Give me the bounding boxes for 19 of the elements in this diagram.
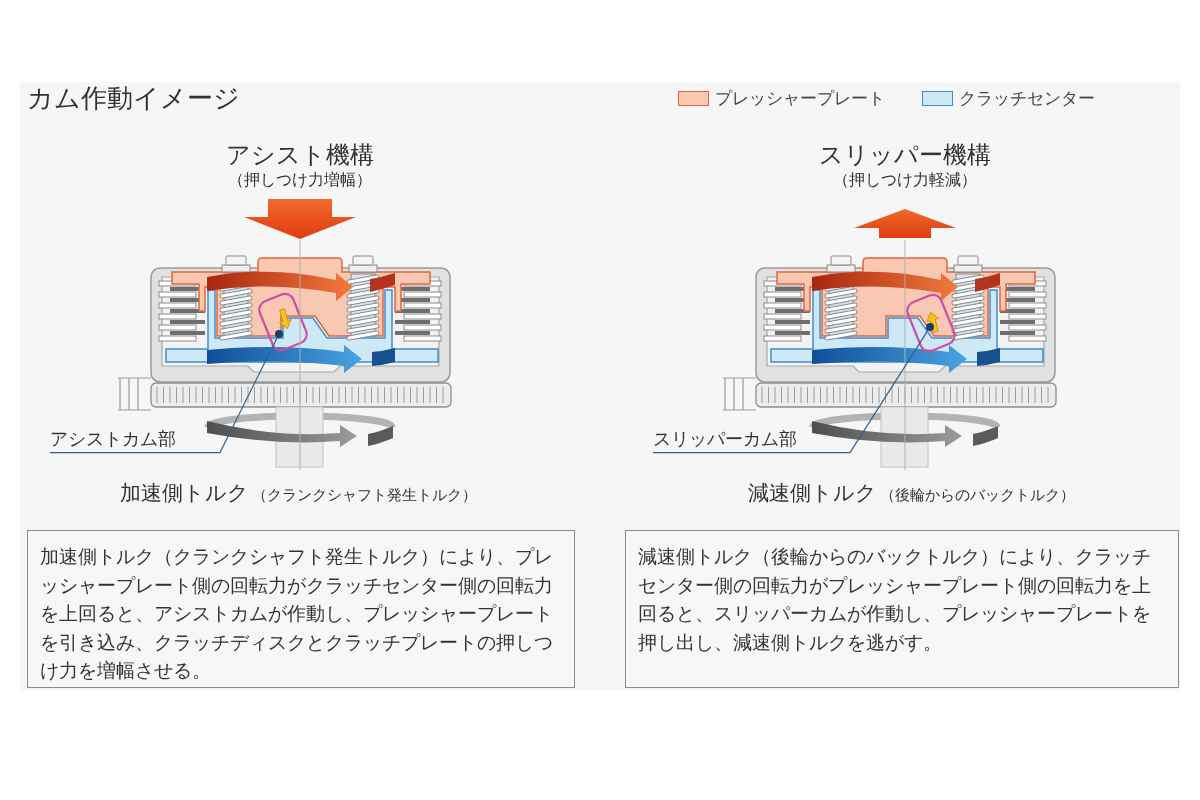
description-box: 減速側トルク（後輪からのバックトルク）により、クラッチセンター側の回転力がプレッシャープレート側の回転力を上回ると、スリッパーカムが作動し、プレッシャープレートを押し出し、減速側トルクを逃がす。 xyxy=(625,530,1179,688)
torque-note: （後輪からのバックトルク） xyxy=(880,486,1075,504)
part-label: スリッパーカム部 xyxy=(653,428,797,453)
legend-label: プレッシャープレート xyxy=(715,88,885,109)
leader-line xyxy=(49,337,278,454)
mechanism-subtitle: （押しつけ力増幅） xyxy=(228,170,372,190)
point-marker xyxy=(926,323,934,331)
mechanism-subtitle: （押しつけ力軽減） xyxy=(833,170,977,190)
mechanism-title: アシスト機構 xyxy=(226,141,374,170)
description-box: 加速側トルク（クランクシャフト発生トルク）により、プレッシャープレート側の回転力がクラッチセンター側の回転力を上回ると、アシストカムが作動し、プレッシャープレートを引き込み、クラッチディスクとクラッチプレートの押しつけ力を増幅させる。 xyxy=(27,530,575,688)
title: カム作動イメージ xyxy=(27,83,240,115)
point-marker xyxy=(275,330,283,338)
torque-label: 加速側トルク xyxy=(120,481,249,507)
torque-label: 減速側トルク xyxy=(748,481,877,507)
mechanism-title: スリッパー機構 xyxy=(819,141,991,170)
torque-note: （クランクシャフト発生トルク） xyxy=(252,486,477,504)
leader-line xyxy=(652,329,929,454)
legend-label: クラッチセンター xyxy=(959,88,1095,109)
part-label: アシストカム部 xyxy=(50,428,176,453)
